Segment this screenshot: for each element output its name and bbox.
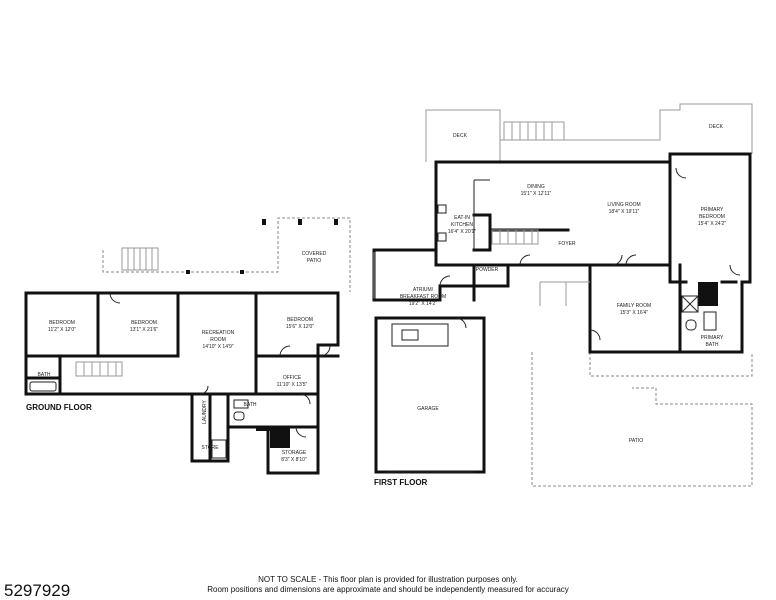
room-label-living: LIVING ROOM (607, 202, 640, 208)
room-label-recreation-1: RECREATION (202, 330, 235, 336)
exterior-stairs-gf (121, 247, 159, 271)
room-label-primary-bedroom-1: PRIMARY (701, 207, 724, 213)
room-dims-eatin: 16'4" X 20'1" (448, 229, 476, 235)
room-label-covered-patio-1: COVERED (302, 251, 327, 257)
room-label-covered-patio-2: PATIO (307, 258, 321, 264)
room-label-laundry: LAUNDRY (202, 399, 208, 423)
room-label-primary-bedroom-2: BEDROOM (699, 214, 725, 220)
floor-title-first: FIRST FLOOR (374, 478, 428, 487)
first-floor-plan: DECK DECK PATIO (372, 103, 753, 487)
disclaimer-line-2: Room positions and dimensions are approx… (207, 585, 569, 594)
ground-floor-plan: BEDROOM 11'2" X 12'0" BEDROOM 13'1" X 21… (24, 217, 351, 475)
floor-title-ground: GROUND FLOOR (26, 403, 92, 412)
room-label-deck-right: DECK (709, 124, 724, 130)
room-label-dining: DINING (527, 184, 545, 190)
room-dims-atrium: 19'2" X 14'2" (409, 301, 437, 307)
disclaimer-line-1: NOT TO SCALE - This floor plan is provid… (258, 575, 518, 584)
room-label-bath-gf2: BATH (244, 402, 257, 408)
room-label-primary-bath-1: PRIMARY (701, 335, 724, 341)
room-label-bedroom-gf1: BEDROOM (49, 320, 75, 326)
room-dims-bedroom-gf3: 15'6" X 12'0" (286, 324, 314, 330)
room-label-eatin-2: KITCHEN (451, 222, 473, 228)
listing-id: 5297929 (4, 581, 70, 600)
room-dims-office: 11'10" X 13'5" (277, 382, 308, 388)
room-label-primary-bath-2: BATH (706, 342, 719, 348)
room-dims-storage: 8'3" X 8'10" (281, 457, 307, 463)
room-dims-living: 18'4" X 19'11" (609, 209, 640, 215)
room-label-bedroom-gf2: BEDROOM (131, 320, 157, 326)
room-dims-recreation: 14'10" X 14'9" (202, 344, 233, 350)
interior-stairs-gf (75, 361, 123, 377)
room-label-storage: STORAGE (282, 450, 307, 456)
room-label-powder: POWDER (476, 267, 499, 273)
room-label-foyer: FOYER (558, 241, 576, 247)
room-label-garage: GARAGE (417, 406, 439, 412)
room-label-eatin-1: EAT-IN (454, 215, 470, 221)
room-label-bedroom-gf3: BEDROOM (287, 317, 313, 323)
room-label-patio: PATIO (629, 438, 643, 444)
room-dims-primary-bedroom: 15'4" X 24'2" (698, 221, 726, 227)
room-label-bath-gf1: BATH (38, 372, 51, 378)
room-label-recreation-2: ROOM (210, 337, 226, 343)
room-dims-bedroom-gf2: 13'1" X 21'6" (130, 327, 158, 333)
room-label-family: FAMILY ROOM (617, 303, 651, 309)
room-label-store: STORE (201, 445, 219, 451)
room-label-office: OFFICE (283, 375, 302, 381)
room-dims-bedroom-gf1: 11'2" X 12'0" (48, 327, 76, 333)
room-label-atrium-1: ATRIUM/ (413, 287, 434, 293)
room-dims-family: 15'3" X 16'4" (620, 310, 648, 316)
room-dims-dining: 15'1" X 12'11" (521, 191, 552, 197)
deck-stairs (503, 121, 565, 141)
room-label-atrium-2: BREAKFAST ROOM (400, 294, 446, 300)
room-label-deck-left: DECK (453, 133, 468, 139)
